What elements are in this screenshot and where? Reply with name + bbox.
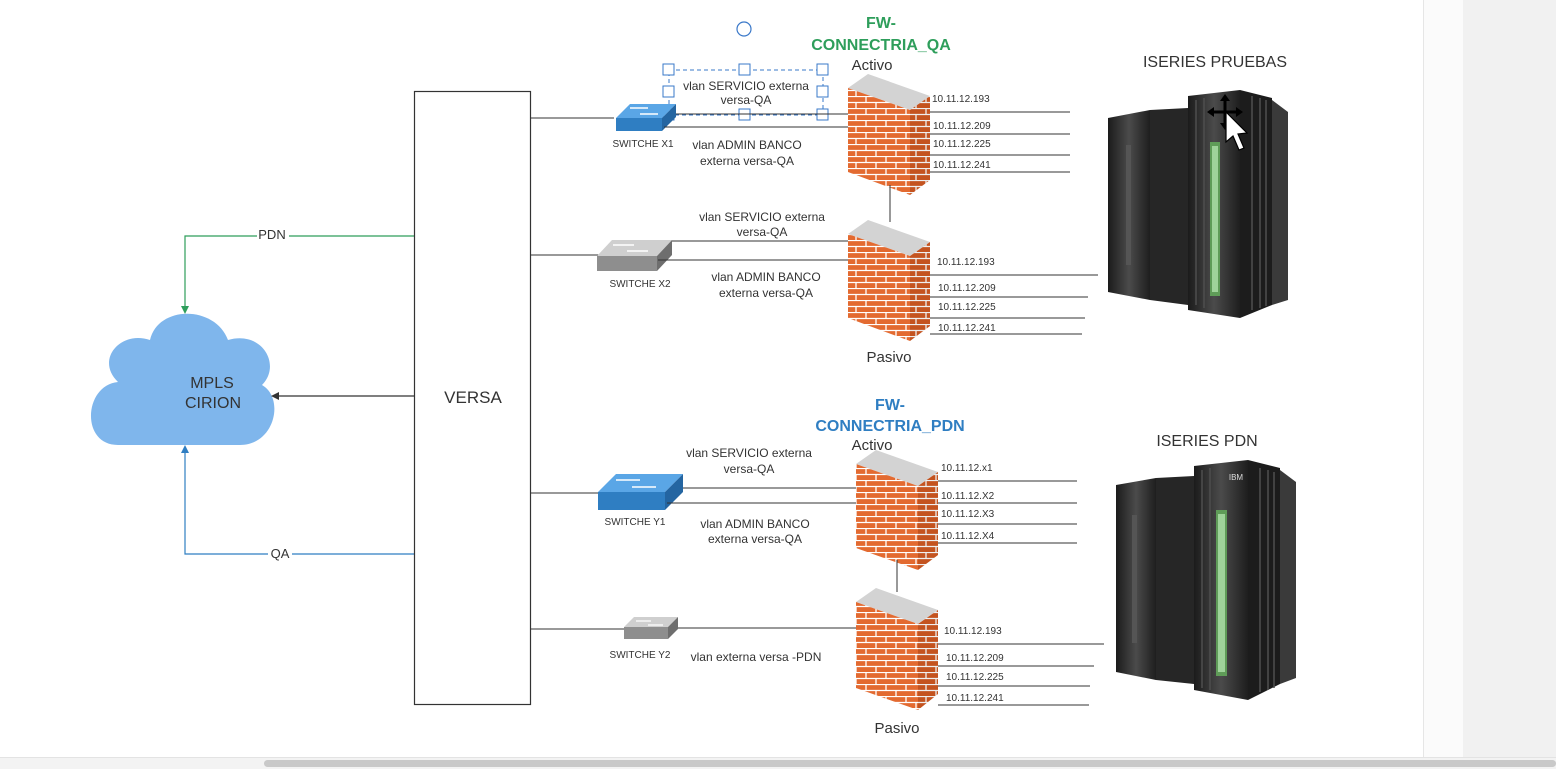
qa-passive-ip-lines [930, 274, 1098, 335]
qa-fw-title-2: CONNECTRIA_QA [811, 37, 951, 54]
pdn-active-label: Activo [852, 437, 893, 454]
switch-x2-icon[interactable] [597, 240, 672, 271]
pdn-active-ip-2: 10.11.12.X2 [941, 491, 995, 502]
switch-y1-icon[interactable] [598, 474, 683, 510]
qa-sw1-vlan2-line1: vlan ADMIN BANCO [692, 138, 801, 152]
cloud-label-cirion: CIRION [185, 395, 241, 412]
pdn-active-ip-4: 10.11.12.X4 [941, 531, 995, 542]
versa-cloud-link[interactable] [271, 392, 414, 400]
pdn-sw1-vlan2-line2: externa versa-QA [708, 532, 802, 546]
qa-link-label: QA [271, 546, 290, 561]
qa-passive-label: Pasivo [866, 349, 911, 366]
qa-sw2-vlan1-line1: vlan SERVICIO externa [699, 210, 825, 224]
pdn-passive-ip-2: 10.11.12.209 [946, 653, 1004, 664]
qa-sw2-vlan1-line2: versa-QA [737, 225, 788, 239]
pdn-active-ip-lines [938, 480, 1077, 544]
pdn-link[interactable] [181, 235, 414, 314]
pdn-active-ip-3: 10.11.12.X3 [941, 509, 995, 520]
pdn-active-firewall-icon[interactable] [856, 450, 938, 570]
pdn-passive-ip-1: 10.11.12.193 [944, 626, 1002, 637]
qa-link[interactable] [181, 445, 414, 555]
qa-active-firewall-icon[interactable] [848, 74, 930, 195]
qa-active-ip-1: 10.11.12.193 [932, 94, 990, 105]
versa-label: VERSA [444, 388, 502, 407]
qa-passive-ip-3: 10.11.12.225 [938, 302, 996, 313]
pdn-link-label: PDN [258, 227, 285, 242]
pdn-sw1-vlan1-line2: versa-QA [724, 462, 775, 476]
switch-x1-label: SWITCHE X1 [612, 139, 674, 150]
qa-server-label: ISERIES PRUEBAS [1143, 54, 1287, 71]
pdn-passive-ip-lines [938, 643, 1104, 706]
pdn-server-label: ISERIES PDN [1156, 433, 1257, 450]
pdn-server-rack-icon[interactable] [1116, 460, 1296, 700]
qa-sw1-vlan1-line1: vlan SERVICIO externa [683, 79, 809, 93]
pdn-active-ip-1: 10.11.12.x1 [941, 463, 993, 474]
qa-sw2-vlan2-line2: externa versa-QA [719, 286, 813, 300]
qa-active-ip-4: 10.11.12.241 [933, 160, 991, 171]
qa-active-ip-3: 10.11.12.225 [933, 139, 991, 150]
switch-x1-icon[interactable] [616, 104, 676, 131]
pdn-passive-ip-3: 10.11.12.225 [946, 672, 1004, 683]
pdn-passive-label: Pasivo [874, 720, 919, 737]
qa-active-label: Activo [852, 57, 893, 74]
qa-active-ip-2: 10.11.12.209 [933, 121, 991, 132]
side-panel [1463, 0, 1556, 757]
move-cursor-icon [1207, 94, 1249, 151]
qa-fw-title-1: FW- [866, 15, 896, 32]
cloud-label-mpls: MPLS [190, 375, 234, 392]
qa-server-rack-icon[interactable] [1108, 90, 1288, 318]
pdn-sw1-vlan2-line1: vlan ADMIN BANCO [700, 517, 809, 531]
versa-box[interactable] [413, 90, 532, 706]
qa-active-ip-lines [930, 111, 1070, 173]
switch-y2-label: SWITCHE Y2 [610, 650, 671, 661]
right-gutter [1423, 0, 1464, 757]
switch-x2-label: SWITCHE X2 [609, 279, 671, 290]
qa-passive-firewall-icon[interactable] [848, 220, 930, 341]
qa-sw1-vlan2-line2: externa versa-QA [700, 154, 794, 168]
pdn-server-badge: IBM [1229, 473, 1244, 482]
qa-passive-ip-4: 10.11.12.241 [938, 323, 996, 334]
switch-y1-label: SWITCHE Y1 [605, 517, 666, 528]
pdn-fw-title-1: FW- [875, 397, 905, 414]
cloud-icon[interactable] [90, 313, 275, 445]
switch-y2-icon[interactable] [624, 617, 678, 639]
qa-sw1-vlan1-line2: versa-QA [721, 93, 772, 107]
qa-sw2-vlan2-line1: vlan ADMIN BANCO [711, 270, 820, 284]
pdn-sw2-vlan-label: vlan externa versa -PDN [691, 650, 822, 664]
pdn-sw1-vlan1-line1: vlan SERVICIO externa [686, 446, 812, 460]
rotate-handle-icon[interactable] [736, 21, 752, 37]
horizontal-scrollbar-thumb[interactable] [264, 760, 1556, 767]
pdn-passive-ip-4: 10.11.12.241 [946, 693, 1004, 704]
qa-passive-ip-2: 10.11.12.209 [938, 283, 996, 294]
qa-passive-ip-1: 10.11.12.193 [937, 257, 995, 268]
pdn-fw-title-2: CONNECTRIA_PDN [815, 418, 964, 435]
pdn-passive-firewall-icon[interactable] [856, 588, 938, 710]
